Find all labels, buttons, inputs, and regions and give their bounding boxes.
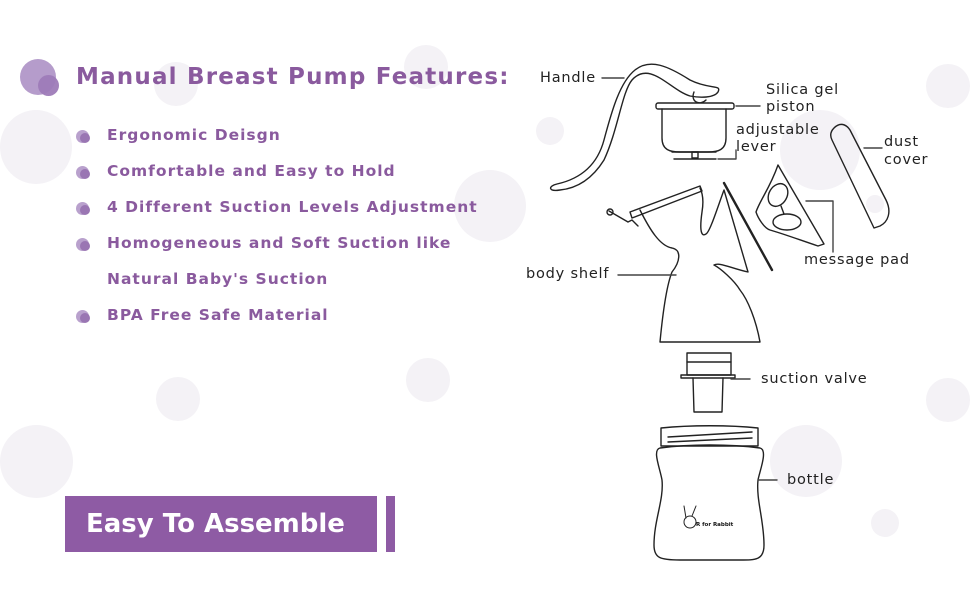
label-suction-valve: suction valve — [761, 371, 868, 387]
bullet-icon — [76, 130, 91, 145]
bullet-icon — [76, 166, 91, 181]
bullet-icon — [76, 238, 91, 253]
bottle-part — [653, 425, 778, 561]
label-adjustable-lever: lever — [736, 139, 777, 155]
bg-bubble — [770, 425, 842, 497]
label-dust-cover: dust — [884, 134, 919, 150]
handle-part — [549, 63, 720, 192]
label-silica-gel-piston: piston — [766, 99, 816, 115]
bullet-icon — [76, 310, 91, 325]
leader-lines — [601, 77, 883, 276]
feature-text: Homogeneous and Soft Suction like — [107, 234, 452, 252]
bg-bubble — [926, 378, 970, 422]
bg-bubble — [156, 377, 200, 421]
message-pad-part — [755, 164, 834, 253]
easy-to-assemble-banner: Easy To Assemble — [65, 496, 377, 552]
feature-text: 4 Different Suction Levels Adjustment — [107, 198, 478, 216]
label-bottle: bottle — [787, 472, 835, 488]
bg-bubble — [406, 358, 450, 402]
bg-bubble — [404, 45, 448, 89]
dust-cover-part — [829, 123, 890, 229]
banner-accent-bar — [386, 496, 395, 552]
bullet-icon — [76, 202, 91, 217]
label-body-shelf: body shelf — [526, 266, 610, 282]
label-dust-cover: cover — [884, 152, 929, 168]
suction-valve-part — [680, 352, 751, 413]
feature-text: Comfortable and Easy to Hold — [107, 162, 396, 180]
feature-text: BPA Free Safe Material — [107, 306, 329, 324]
bg-bubble — [454, 170, 526, 242]
label-message-pad: message pad — [804, 252, 910, 268]
body-shelf-part — [606, 181, 774, 343]
title-bubble-icon — [38, 75, 59, 96]
bg-bubble — [536, 117, 564, 145]
bg-bubble — [0, 425, 73, 498]
label-silica-gel-piston: Silica gel — [766, 82, 839, 98]
page-title: Manual Breast Pump Features: — [76, 64, 510, 90]
label-handle: Handle — [540, 70, 596, 86]
bg-bubble — [871, 509, 899, 537]
bg-bubble — [154, 62, 198, 106]
bg-bubble — [866, 195, 884, 213]
bg-bubble — [926, 64, 970, 108]
brand-logo-text: R for Rabbit — [696, 522, 734, 528]
bg-bubble — [0, 110, 72, 184]
feature-text: Natural Baby's Suction — [107, 270, 329, 288]
silica-gel-piston-part — [655, 102, 735, 160]
feature-text: Ergonomic Deisgn — [107, 126, 281, 144]
label-adjustable-lever: adjustable — [736, 122, 820, 138]
bg-bubble — [780, 110, 860, 190]
